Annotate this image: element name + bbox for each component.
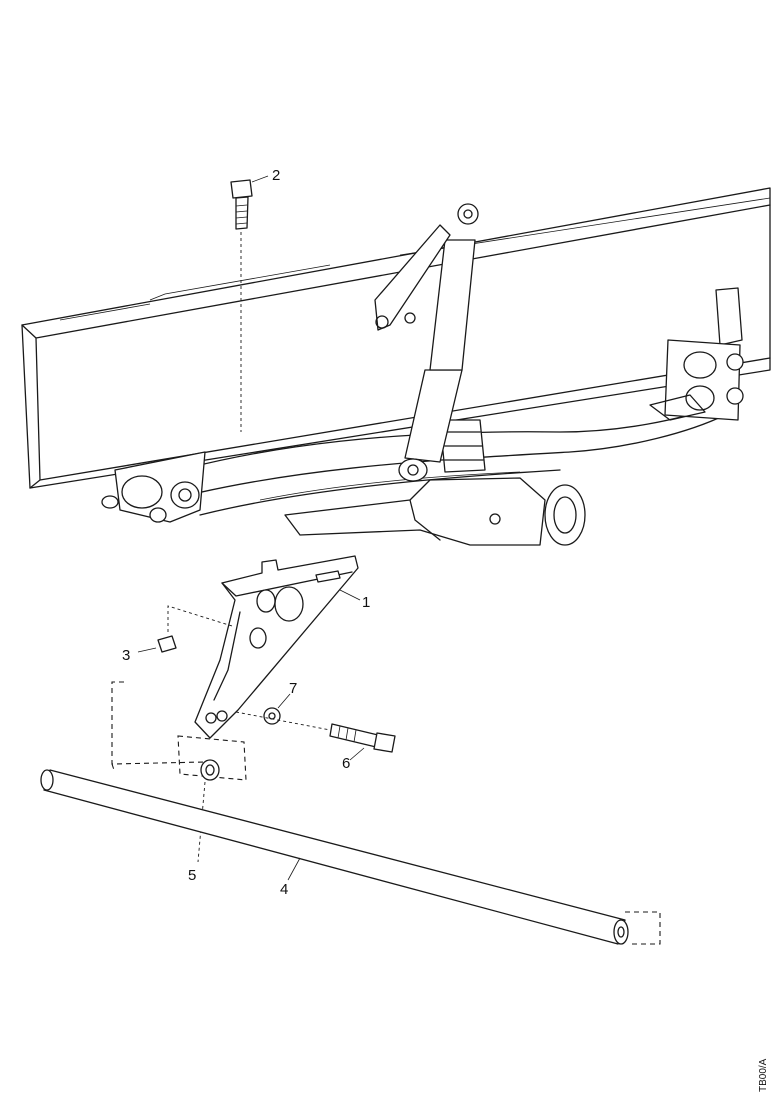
figure-reference-code: TB00/A xyxy=(758,1058,769,1092)
bushing-part-5 xyxy=(177,735,247,863)
assembly-group-frame xyxy=(111,681,206,771)
callout-label-3: 3 xyxy=(122,647,130,664)
front-spring-hanger xyxy=(101,451,206,523)
callout-label-6: 6 xyxy=(342,755,350,772)
stabilizer-bar-part-4 xyxy=(40,769,661,945)
stabilizer-bracket-part-1 xyxy=(194,555,359,739)
callout-label-5: 5 xyxy=(188,867,196,884)
chassis-frame-rail xyxy=(21,187,771,489)
bolt-part-6 xyxy=(235,711,396,753)
axle-housing xyxy=(284,419,586,546)
washer-part-7 xyxy=(263,707,281,725)
callout-label-1: 1 xyxy=(362,594,370,611)
callout-label-7: 7 xyxy=(289,680,297,697)
nut-part-3 xyxy=(157,605,233,653)
callout-label-4: 4 xyxy=(280,881,288,898)
rear-spring-shackle xyxy=(649,287,744,421)
callout-label-2: 2 xyxy=(272,167,280,184)
bolt-part-2 xyxy=(230,179,253,432)
shock-absorber xyxy=(374,203,479,482)
leaf-spring xyxy=(119,404,726,516)
callout-leaders xyxy=(137,175,365,881)
